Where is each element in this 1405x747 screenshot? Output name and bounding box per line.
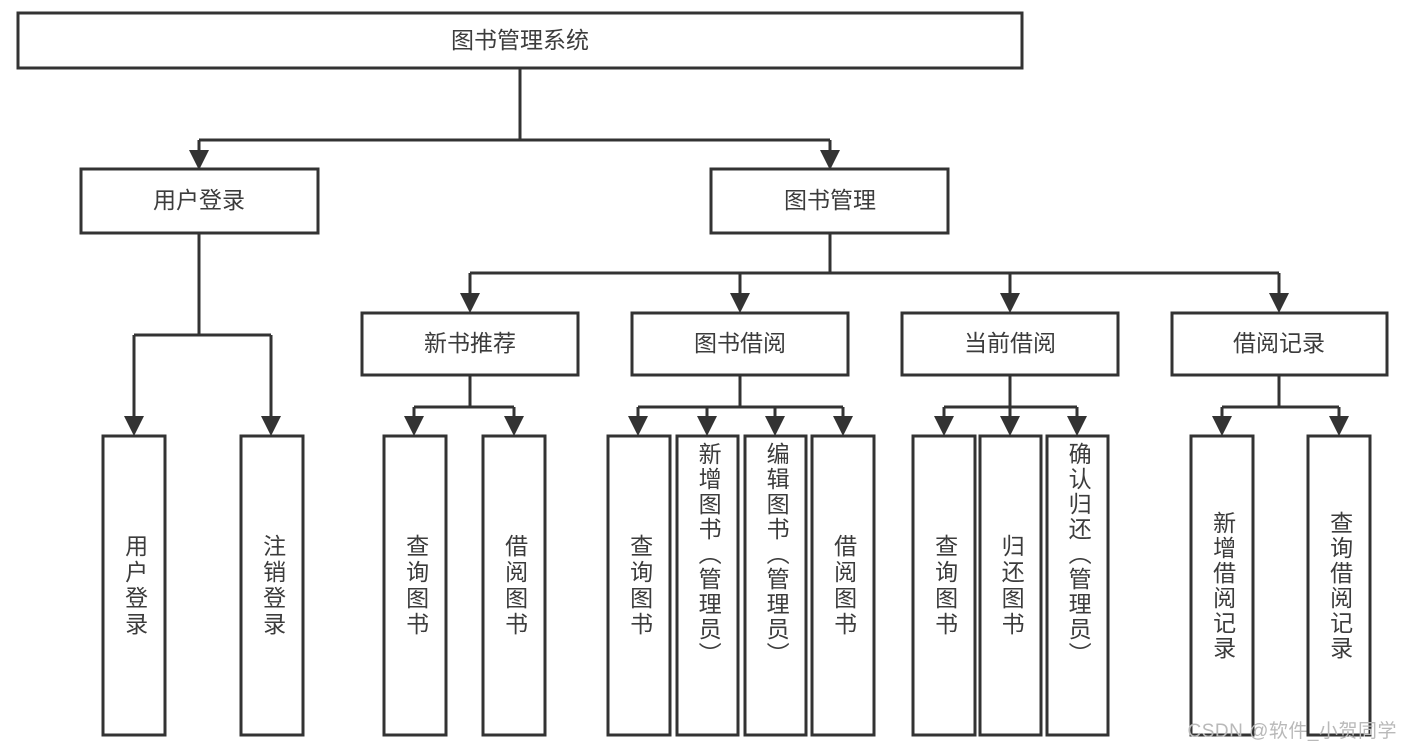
node-leaf-query-book-2-box[interactable] <box>606 434 672 737</box>
arrowhead-leaf-borrow-book-1 <box>504 416 524 436</box>
node-leaf-return-book[interactable] <box>978 434 1043 737</box>
node-leaf-add-book-box[interactable] <box>675 434 740 737</box>
arrowhead-book-borrow <box>730 293 750 313</box>
node-leaf-user-login[interactable] <box>101 434 167 737</box>
arrowhead-leaf-borrow-book-2 <box>833 416 853 436</box>
leaf-label-confirm-return-wrap: 确认归还（管理员） <box>1047 436 1108 735</box>
leaf-label-query-book-3-wrap: 查询图书 <box>913 436 975 735</box>
leaf-label-user-login: 用户登录 <box>121 533 148 638</box>
node-leaf-add-record-box[interactable] <box>1189 434 1255 737</box>
leaf-label-add-record: 新增借阅记录 <box>1209 510 1236 661</box>
node-leaf-query-record-box[interactable] <box>1306 434 1372 737</box>
node-book-borrow[interactable]: 图书借阅 <box>630 311 850 377</box>
node-leaf-query-book-1[interactable] <box>382 434 448 737</box>
node-leaf-borrow-book-2-box[interactable] <box>810 434 876 737</box>
node-leaf-user-login-box[interactable] <box>101 434 167 737</box>
arrowhead-leaf-edit-book <box>765 416 785 436</box>
arrowhead-leaf-confirm-return <box>1067 416 1087 436</box>
arrowhead-leaf-logout <box>261 416 281 436</box>
node-leaf-logout-box[interactable] <box>239 434 305 737</box>
arrowhead-leaf-return-book <box>1000 416 1020 436</box>
leaf-label-edit-book: 编辑图书（管理员） <box>763 442 790 667</box>
arrowhead-book-manage <box>820 150 840 170</box>
leaf-label-borrow-book-1: 借阅图书 <box>501 533 528 638</box>
node-user-login-label: 用户登录 <box>153 187 245 213</box>
node-book-manage-box[interactable] <box>709 167 950 235</box>
node-leaf-query-book-3-box[interactable] <box>911 434 977 737</box>
arrowhead-leaf-user-login <box>124 416 144 436</box>
node-leaf-add-record[interactable] <box>1189 434 1255 737</box>
arrowhead-current-borrow <box>1000 293 1020 313</box>
node-current-borrow-box[interactable] <box>900 311 1120 377</box>
node-root[interactable]: 图书管理系统 <box>16 11 1024 70</box>
leaf-label-query-book-2: 查询图书 <box>626 533 653 638</box>
leaf-label-query-record: 查询借阅记录 <box>1326 510 1353 661</box>
leaf-label-borrow-book-2: 借阅图书 <box>830 533 857 638</box>
node-leaf-logout[interactable] <box>239 434 305 737</box>
leaf-label-add-record-wrap: 新增借阅记录 <box>1191 436 1253 735</box>
arrowhead-new-book-rec <box>460 293 480 313</box>
arrowhead-borrow-record <box>1269 293 1289 313</box>
arrowhead-leaf-query-book-2 <box>628 416 648 436</box>
node-leaf-query-book-2[interactable] <box>606 434 672 737</box>
node-leaf-borrow-book-2[interactable] <box>810 434 876 737</box>
leaf-label-borrow-book-2-wrap: 借阅图书 <box>812 436 874 735</box>
leaf-label-logout-wrap: 注销登录 <box>241 436 303 735</box>
arrowhead-leaf-add-record <box>1212 416 1232 436</box>
node-new-book-rec[interactable]: 新书推荐 <box>360 311 580 377</box>
node-leaf-query-book-1-box[interactable] <box>382 434 448 737</box>
node-current-borrow[interactable]: 当前借阅 <box>900 311 1120 377</box>
node-leaf-edit-book-box[interactable] <box>743 434 808 737</box>
node-user-login[interactable]: 用户登录 <box>79 167 320 235</box>
leaf-label-user-login-wrap: 用户登录 <box>103 436 165 735</box>
node-book-borrow-label: 图书借阅 <box>694 330 786 356</box>
arrowhead-leaf-query-book-3 <box>934 416 954 436</box>
leaf-label-query-book-2-wrap: 查询图书 <box>608 436 670 735</box>
leaf-label-return-book: 归还图书 <box>998 533 1025 638</box>
node-new-book-rec-label: 新书推荐 <box>424 330 516 356</box>
leaf-label-add-book: 新增图书（管理员） <box>695 442 722 667</box>
node-root-label: 图书管理系统 <box>451 27 589 53</box>
node-new-book-rec-box[interactable] <box>360 311 580 377</box>
node-leaf-confirm-return[interactable] <box>1045 434 1110 737</box>
leaf-label-add-book-wrap: 新增图书（管理员） <box>677 436 738 735</box>
leaf-label-logout: 注销登录 <box>259 533 286 638</box>
node-leaf-query-record[interactable] <box>1306 434 1372 737</box>
arrowhead-user-login <box>189 150 209 170</box>
node-leaf-query-book-3[interactable] <box>911 434 977 737</box>
node-leaf-edit-book[interactable] <box>743 434 808 737</box>
node-book-manage-label: 图书管理 <box>784 187 876 213</box>
node-book-borrow-box[interactable] <box>630 311 850 377</box>
node-leaf-return-book-box[interactable] <box>978 434 1043 737</box>
arrowhead-leaf-query-record <box>1329 416 1349 436</box>
node-leaf-borrow-book-1[interactable] <box>481 434 547 737</box>
node-borrow-record-label: 借阅记录 <box>1233 330 1325 356</box>
connector-layer <box>124 68 1349 436</box>
node-user-login-box[interactable] <box>79 167 320 235</box>
leaf-label-return-book-wrap: 归还图书 <box>980 436 1041 735</box>
leaf-label-confirm-return: 确认归还（管理员） <box>1065 442 1092 667</box>
leaf-label-query-book-1-wrap: 查询图书 <box>384 436 446 735</box>
leaf-label-query-book-1: 查询图书 <box>402 533 429 638</box>
leaf-label-borrow-book-1-wrap: 借阅图书 <box>483 436 545 735</box>
node-leaf-confirm-return-box[interactable] <box>1045 434 1110 737</box>
leaf-label-query-record-wrap: 查询借阅记录 <box>1308 436 1370 735</box>
node-leaf-borrow-book-1-box[interactable] <box>481 434 547 737</box>
node-book-manage[interactable]: 图书管理 <box>709 167 950 235</box>
arrowhead-leaf-query-book-1 <box>404 416 424 436</box>
node-root-box[interactable] <box>16 11 1024 70</box>
arrowhead-leaf-add-book <box>697 416 717 436</box>
node-leaf-add-book[interactable] <box>675 434 740 737</box>
leaf-label-edit-book-wrap: 编辑图书（管理员） <box>745 436 806 735</box>
node-borrow-record-box[interactable] <box>1170 311 1389 377</box>
leaf-label-query-book-3: 查询图书 <box>931 533 958 638</box>
node-current-borrow-label: 当前借阅 <box>964 330 1056 356</box>
node-borrow-record[interactable]: 借阅记录 <box>1170 311 1389 377</box>
